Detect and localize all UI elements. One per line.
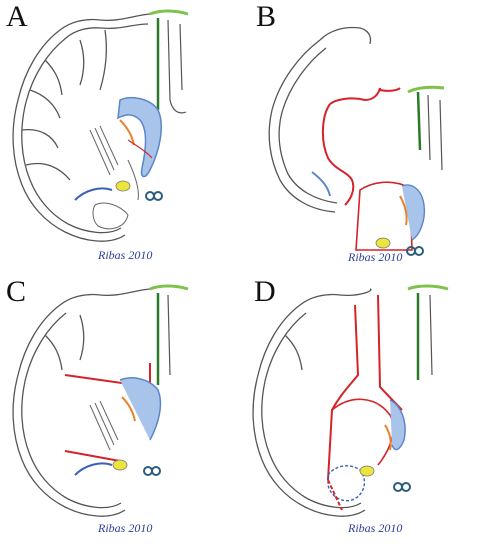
artist-signature: Ribas 2010 [98, 521, 153, 535]
panel-label: B [256, 0, 277, 33]
panel-label: C [6, 275, 27, 308]
panel-d: D Ribas 2010 [240, 275, 479, 549]
brain-section-drawing-d [252, 284, 449, 517]
artist-signature: Ribas 2010 [348, 250, 403, 264]
panel-c: C Ribas 2010 [0, 275, 239, 549]
brain-section-drawing-a [12, 9, 189, 242]
panel-label: D [254, 275, 276, 308]
brain-section-drawing-c [12, 284, 189, 517]
artist-signature: Ribas 2010 [98, 248, 153, 262]
brain-section-drawing-b [268, 26, 445, 256]
panel-label: A [6, 0, 28, 33]
artist-signature: Ribas 2010 [348, 521, 403, 535]
panel-b: B Ribas 2010 [240, 0, 479, 274]
panel-a: A Ribas 2010 [0, 0, 239, 274]
